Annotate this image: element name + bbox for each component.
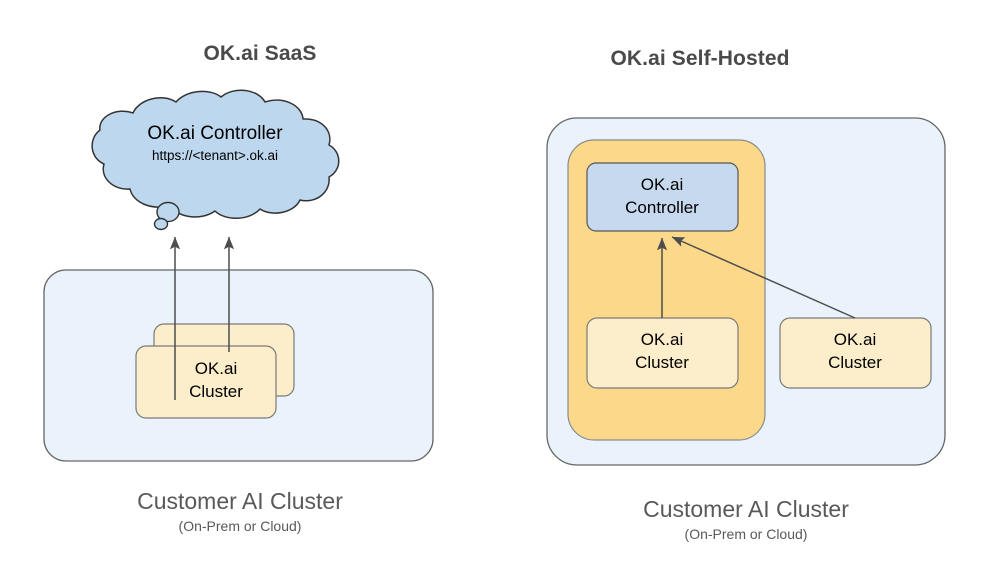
- panel-title-saas: OK.ai SaaS: [203, 42, 317, 65]
- self-hosted-controller-box: [586, 162, 739, 232]
- left-panel-caption-sub: (On-Prem or Cloud): [178, 518, 302, 534]
- cluster-box-inside: [586, 317, 739, 389]
- cluster-box-outside: [779, 317, 932, 389]
- right-panel-caption-main: Customer AI Cluster: [643, 496, 849, 522]
- left-panel-caption-main: Customer AI Cluster: [137, 488, 343, 514]
- left-arrows: [169, 236, 235, 400]
- right-arrows: [656, 236, 856, 319]
- left-cluster-stack: [135, 323, 295, 419]
- arrow-outer-cluster-to-controller: [671, 236, 856, 319]
- left-cluster-box-front: [135, 345, 277, 419]
- right-panel-caption-sub: (On-Prem or Cloud): [684, 526, 808, 542]
- self-hosted-cluster-boxes: [586, 317, 932, 389]
- saas-controller-cloud: [91, 89, 340, 231]
- panel-title-self-hosted: OK.ai Self-Hosted: [610, 47, 790, 70]
